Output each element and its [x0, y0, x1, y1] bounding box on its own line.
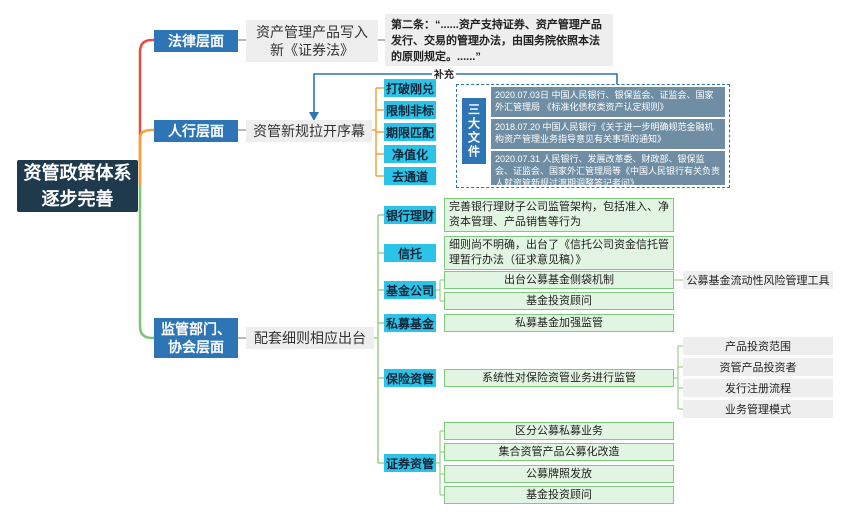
principle-node[interactable]: 限制非标	[384, 101, 436, 119]
connector-reg	[138, 185, 154, 340]
category-private-fund[interactable]: 私募基金	[384, 314, 436, 332]
three-documents-box	[456, 84, 730, 188]
insurance-sub-item[interactable]: 资管产品投资者	[683, 358, 833, 376]
category-securities-am[interactable]: 证券资管	[384, 454, 436, 472]
law-child-node[interactable]: 资产管理产品写入新《证券法》	[246, 20, 378, 62]
connector-insurance-subs	[674, 345, 683, 410]
insurance-item[interactable]: 系统性对保险资管业务进行监管	[444, 369, 674, 387]
regulator-child-node[interactable]: 配套细则相应出台	[246, 327, 374, 349]
fund-extra-item[interactable]: 公募基金流动性风险管理工具	[683, 271, 833, 289]
fund-item[interactable]: 基金投资顾问	[444, 292, 674, 310]
principle-node[interactable]: 打破刚兑	[384, 79, 436, 97]
fund-item[interactable]: 出台公募基金侧袋机制	[444, 271, 674, 289]
regulator-level-node[interactable]: 监管部门、协会层面	[154, 318, 238, 358]
pboc-level-node[interactable]: 人行层面	[154, 120, 238, 142]
category-fund-company[interactable]: 基金公司	[384, 281, 436, 299]
securities-law-quote: 第二条：“......资产支持证券、资产管理产品发行、交易的管理办法，由国务院依…	[385, 14, 613, 66]
connector-securities-items	[436, 430, 444, 496]
bank-wealth-item[interactable]: 完善银行理财子公司监管架构，包括准入、净资本管理、产品销售等行为	[444, 198, 674, 232]
document-item: 2018.07.20 中国人民银行《关于进一步明确规范金融机构资产管理业务指导意…	[491, 119, 725, 149]
insurance-sub-item[interactable]: 发行注册流程	[683, 379, 833, 397]
law-level-node[interactable]: 法律层面	[154, 30, 238, 52]
securities-item[interactable]: 区分公募私募业务	[444, 422, 674, 440]
connector-categories	[374, 214, 384, 464]
pboc-child-node[interactable]: 资管新规拉开序幕	[246, 120, 372, 142]
securities-item[interactable]: 基金投资顾问	[444, 486, 674, 504]
securities-item[interactable]: 集合资管产品公募化改造	[444, 443, 674, 461]
insurance-sub-item[interactable]: 业务管理模式	[683, 400, 833, 418]
three-documents-label: 三大文件	[462, 98, 486, 164]
securities-item[interactable]: 公募牌照发放	[444, 465, 674, 483]
document-item: 2020.07.31 人民银行、发展改革委、财政部、银保监会、证监会、国家外汇管…	[491, 151, 725, 188]
principle-node[interactable]: 期限匹配	[384, 123, 436, 141]
category-bank-wealth[interactable]: 银行理财	[384, 206, 436, 224]
principle-node[interactable]: 净值化	[384, 145, 436, 163]
supplement-label: 补充	[432, 66, 456, 81]
private-fund-item[interactable]: 私募基金加强监管	[444, 314, 674, 332]
connector-pboc	[138, 128, 154, 185]
connector-fund-items	[436, 279, 444, 302]
trust-item[interactable]: 细则尚不明确，出台了《信托公司资金信托管理暂行办法（征求意见稿）》	[444, 236, 674, 270]
connector-principles	[372, 87, 384, 177]
connector-law	[138, 38, 154, 185]
root-node[interactable]: 资管政策体系逐步完善	[17, 160, 138, 212]
principle-node[interactable]: 去通道	[384, 167, 436, 185]
arrow-down-icon	[309, 112, 319, 121]
document-item: 2020.07.03日 中国人民银行、银保监会、证监会、国家外汇管理局 《标准化…	[491, 87, 725, 117]
connector-supplement	[313, 73, 618, 114]
insurance-sub-item[interactable]: 产品投资范围	[683, 337, 833, 355]
category-insurance-am[interactable]: 保险资管	[384, 369, 436, 387]
category-trust[interactable]: 信托	[384, 244, 436, 262]
